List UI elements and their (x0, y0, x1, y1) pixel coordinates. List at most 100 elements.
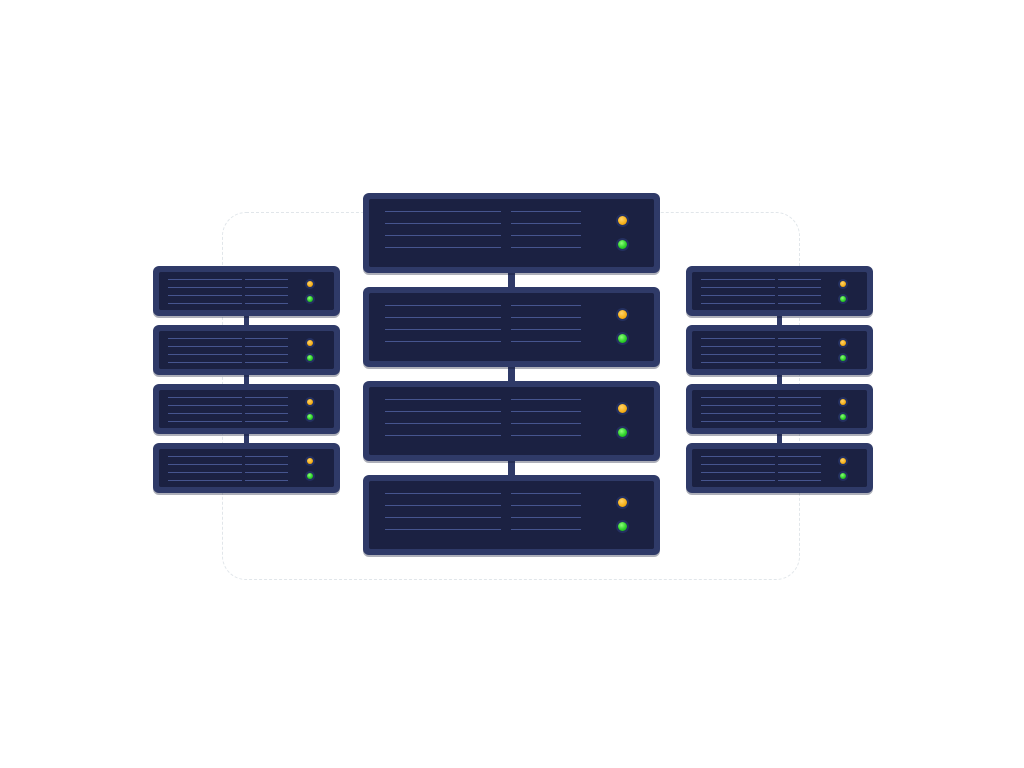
vent-line (245, 397, 288, 398)
vent-line (778, 287, 821, 288)
server-panel (159, 449, 334, 487)
vent-line (701, 464, 775, 465)
server-unit-icon (686, 443, 873, 493)
status-led-amber-icon (840, 281, 846, 287)
vent-line (778, 464, 821, 465)
vent-line (385, 435, 501, 436)
vent-line (778, 456, 821, 457)
vent-line (168, 279, 242, 280)
rack-connector (777, 434, 782, 443)
vent-line (385, 411, 501, 412)
vent-line (701, 303, 775, 304)
status-led-green-icon (840, 355, 846, 361)
status-led-amber-icon (840, 340, 846, 346)
vent-line (245, 480, 288, 481)
server-unit-icon (363, 193, 660, 273)
status-led-green-icon (618, 522, 627, 531)
rack-connector (508, 461, 515, 475)
vent-line (511, 423, 581, 424)
vent-line (245, 362, 288, 363)
vent-line (511, 317, 581, 318)
status-led-amber-icon (307, 399, 313, 405)
vent-line (168, 303, 242, 304)
vent-line (511, 505, 581, 506)
server-panel (159, 390, 334, 428)
vent-line (245, 338, 288, 339)
vent-line (385, 517, 501, 518)
status-led-amber-icon (840, 399, 846, 405)
vent-line (385, 317, 501, 318)
vent-line (778, 472, 821, 473)
status-led-amber-icon (618, 216, 627, 225)
vent-line (245, 346, 288, 347)
server-panel (159, 331, 334, 369)
vent-line (385, 341, 501, 342)
vent-line (511, 247, 581, 248)
vent-line (701, 362, 775, 363)
server-panel (369, 199, 654, 267)
vent-line (385, 505, 501, 506)
vent-line (701, 472, 775, 473)
vent-line (245, 287, 288, 288)
vent-line (701, 413, 775, 414)
vent-line (245, 456, 288, 457)
rack-connector (244, 375, 249, 384)
vent-line (168, 405, 242, 406)
vent-line (385, 247, 501, 248)
status-led-green-icon (307, 414, 313, 420)
server-unit-icon (153, 325, 340, 375)
vent-line (701, 405, 775, 406)
vent-line (701, 287, 775, 288)
vent-line (385, 493, 501, 494)
status-led-amber-icon (618, 498, 627, 507)
vent-line (511, 223, 581, 224)
vent-line (245, 279, 288, 280)
server-panel (369, 293, 654, 361)
vent-line (511, 517, 581, 518)
status-led-amber-icon (618, 404, 627, 413)
vent-line (385, 211, 501, 212)
rack-connector (244, 316, 249, 325)
vent-line (385, 329, 501, 330)
vent-line (778, 279, 821, 280)
vent-line (168, 421, 242, 422)
vent-line (168, 287, 242, 288)
vent-line (778, 338, 821, 339)
vent-line (168, 338, 242, 339)
vent-line (168, 397, 242, 398)
server-unit-icon (686, 384, 873, 434)
vent-line (701, 338, 775, 339)
vent-line (168, 464, 242, 465)
vent-line (701, 456, 775, 457)
vent-line (245, 464, 288, 465)
vent-line (511, 235, 581, 236)
server-unit-icon (686, 325, 873, 375)
vent-line (168, 413, 242, 414)
vent-line (701, 480, 775, 481)
vent-line (701, 397, 775, 398)
status-led-green-icon (618, 240, 627, 249)
vent-line (778, 397, 821, 398)
vent-line (385, 223, 501, 224)
vent-line (245, 421, 288, 422)
vent-line (511, 493, 581, 494)
vent-line (778, 346, 821, 347)
server-panel (692, 272, 867, 310)
vent-line (778, 362, 821, 363)
rack-connector (777, 375, 782, 384)
vent-line (778, 413, 821, 414)
server-unit-icon (153, 266, 340, 316)
vent-line (701, 346, 775, 347)
server-panel (692, 449, 867, 487)
vent-line (511, 211, 581, 212)
status-led-green-icon (840, 473, 846, 479)
status-led-amber-icon (618, 310, 627, 319)
vent-line (245, 295, 288, 296)
status-led-green-icon (840, 414, 846, 420)
vent-line (385, 399, 501, 400)
server-panel (692, 390, 867, 428)
vent-line (511, 399, 581, 400)
status-led-amber-icon (307, 340, 313, 346)
vent-line (245, 405, 288, 406)
vent-line (778, 354, 821, 355)
